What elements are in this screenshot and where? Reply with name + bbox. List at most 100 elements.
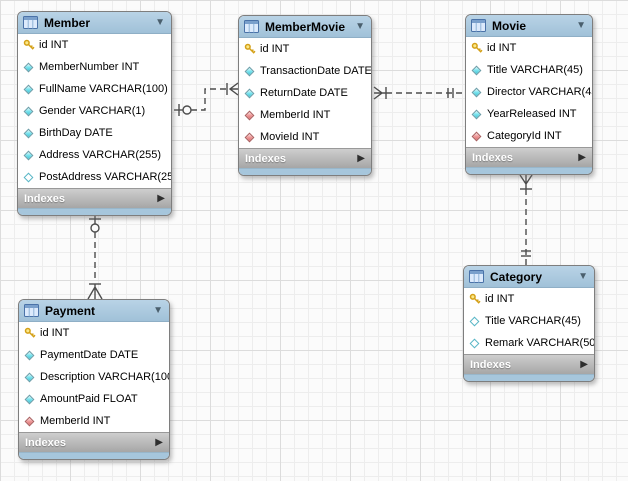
crow-foot-marker — [519, 174, 533, 189]
diamond-red-icon — [470, 130, 483, 143]
expand-arrow-icon[interactable]: ▶ — [155, 436, 163, 448]
indexes-footer[interactable]: Indexes ▶ — [464, 354, 594, 374]
column-label: id INT — [39, 39, 69, 51]
column-row[interactable]: id INT — [19, 322, 169, 344]
column-label: MemberNumber INT — [39, 61, 140, 73]
column-row[interactable]: MemberNumber INT — [18, 56, 171, 78]
table-member-header[interactable]: Member ▼ — [18, 12, 171, 34]
indexes-footer[interactable]: Indexes ▶ — [239, 148, 371, 168]
collapse-arrow-icon[interactable]: ▼ — [153, 304, 163, 316]
column-row[interactable]: id INT — [466, 37, 592, 59]
column-row[interactable]: YearReleased INT — [466, 103, 592, 125]
column-row[interactable]: Address VARCHAR(255) — [18, 144, 171, 166]
table-movie-header[interactable]: Movie ▼ — [466, 15, 592, 37]
table-columns-list: id INT MemberNumber INT FullName VARCHAR(1… — [18, 34, 171, 188]
table-icon — [244, 20, 259, 33]
column-label: id INT — [260, 43, 290, 55]
diamond-filled-icon — [22, 105, 35, 118]
column-label: Director VARCHAR(45) — [487, 86, 593, 98]
key-icon — [22, 39, 35, 52]
column-row[interactable]: TransactionDate DATE — [239, 60, 371, 82]
column-row[interactable]: Title VARCHAR(45) — [466, 59, 592, 81]
table-bottom-strip — [466, 167, 592, 174]
indexes-label: Indexes — [470, 358, 511, 371]
diamond-outline-icon — [468, 315, 481, 328]
indexes-footer[interactable]: Indexes ▶ — [18, 188, 171, 208]
indexes-footer[interactable]: Indexes ▶ — [19, 432, 169, 452]
column-label: MemberId INT — [40, 415, 111, 427]
column-row[interactable]: Description VARCHAR(100) — [19, 366, 169, 388]
relationship-member-payment[interactable] — [87, 215, 103, 300]
diamond-filled-icon — [22, 149, 35, 162]
column-row[interactable]: Director VARCHAR(45) — [466, 81, 592, 103]
relationship-membermovie-movie[interactable] — [373, 86, 465, 100]
column-label: CategoryId INT — [487, 130, 562, 142]
table-title: Payment — [45, 303, 96, 318]
column-row[interactable]: Gender VARCHAR(1) — [18, 100, 171, 122]
column-row[interactable]: ReturnDate DATE — [239, 82, 371, 104]
table-bottom-strip — [239, 168, 371, 175]
diamond-filled-icon — [23, 349, 36, 362]
column-row[interactable]: Remark VARCHAR(500) — [464, 332, 594, 354]
collapse-arrow-icon[interactable]: ▼ — [155, 16, 165, 28]
expand-arrow-icon[interactable]: ▶ — [357, 152, 365, 164]
column-row[interactable]: FullName VARCHAR(100) — [18, 78, 171, 100]
crow-foot-marker — [87, 284, 103, 300]
key-icon — [468, 293, 481, 306]
column-row[interactable]: PaymentDate DATE — [19, 344, 169, 366]
column-row[interactable]: MemberId INT — [239, 104, 371, 126]
column-label: AmountPaid FLOAT — [40, 393, 138, 405]
column-row[interactable]: Title VARCHAR(45) — [464, 310, 594, 332]
table-membermovie[interactable]: MemberMovie ▼ id INT TransactionDate DATE… — [238, 15, 372, 176]
expand-arrow-icon[interactable]: ▶ — [580, 358, 588, 370]
table-title: Category — [490, 269, 543, 284]
column-label: id INT — [40, 327, 70, 339]
table-category-header[interactable]: Category ▼ — [464, 266, 594, 288]
column-label: Title VARCHAR(45) — [487, 64, 583, 76]
diamond-red-icon — [243, 131, 256, 144]
relationship-member-membermovie[interactable] — [174, 82, 239, 116]
indexes-footer[interactable]: Indexes ▶ — [466, 147, 592, 167]
column-row[interactable]: AmountPaid FLOAT — [19, 388, 169, 410]
table-membermovie-header[interactable]: MemberMovie ▼ — [239, 16, 371, 38]
table-icon — [24, 304, 39, 317]
expand-arrow-icon[interactable]: ▶ — [157, 192, 165, 204]
column-row[interactable]: MemberId INT — [19, 410, 169, 432]
key-icon — [243, 43, 256, 56]
table-payment-header[interactable]: Payment ▼ — [19, 300, 169, 322]
collapse-arrow-icon[interactable]: ▼ — [355, 20, 365, 32]
table-movie[interactable]: Movie ▼ id INT Title VARCHAR(45) Director … — [465, 14, 593, 175]
expand-arrow-icon[interactable]: ▶ — [578, 151, 586, 163]
table-icon — [469, 270, 484, 283]
key-icon — [470, 42, 483, 55]
column-row[interactable]: CategoryId INT — [466, 125, 592, 147]
column-row[interactable]: id INT — [464, 288, 594, 310]
column-row[interactable]: BirthDay DATE — [18, 122, 171, 144]
table-bottom-strip — [19, 452, 169, 459]
column-row[interactable]: id INT — [18, 34, 171, 56]
collapse-arrow-icon[interactable]: ▼ — [576, 19, 586, 31]
table-title: MemberMovie — [265, 19, 346, 34]
column-label: id INT — [487, 42, 517, 54]
diamond-red-icon — [243, 109, 256, 122]
table-icon — [471, 19, 486, 32]
relationship-movie-category[interactable] — [519, 174, 533, 265]
table-member[interactable]: Member ▼ id INT MemberNumber INT FullName … — [17, 11, 172, 216]
diamond-red-icon — [23, 415, 36, 428]
diamond-outline-icon — [22, 171, 35, 184]
column-row[interactable]: id INT — [239, 38, 371, 60]
diamond-filled-icon — [22, 61, 35, 74]
column-label: Gender VARCHAR(1) — [39, 105, 146, 117]
diamond-outline-icon — [468, 337, 481, 350]
collapse-arrow-icon[interactable]: ▼ — [578, 270, 588, 282]
column-row[interactable]: MovieId INT — [239, 126, 371, 148]
column-label: TransactionDate DATE — [260, 65, 372, 77]
diamond-filled-icon — [22, 83, 35, 96]
column-row[interactable]: PostAddress VARCHAR(255) — [18, 166, 171, 188]
diamond-filled-icon — [243, 65, 256, 78]
column-label: YearReleased INT — [487, 108, 577, 120]
